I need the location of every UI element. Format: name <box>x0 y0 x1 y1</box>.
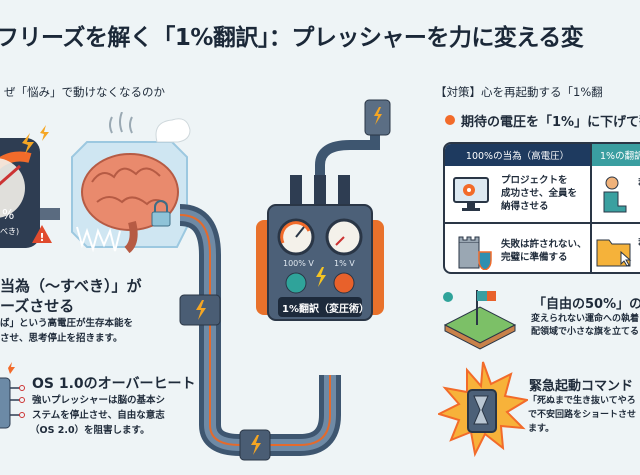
monitor-gear-icon <box>453 177 489 211</box>
comparison-table: 100%の当為（高電圧） 1%の翻訳 プロジェクトを 成功させ、全員を 納得させ… <box>443 142 640 274</box>
right-heading: 【対策】心を再起動する「1%翻 <box>435 85 603 99</box>
row1-left-line3: 納得させる <box>501 201 549 212</box>
row1-left-line1: プロジェクトを <box>501 175 568 186</box>
gauge-left-label: 100% V <box>283 259 314 268</box>
flag-island-icon <box>443 290 517 350</box>
bullet-dot-icon <box>445 115 455 125</box>
table-header-left: 100%の当為（高電圧） <box>445 144 590 166</box>
freedom-body-line2: 配領域で小さな旗を立てる <box>531 327 640 337</box>
freedom-body-line1: 変えられない運命への執着 <box>531 314 640 324</box>
row1-left-line2: 成功させ、全員を <box>501 188 578 199</box>
transformer-icon <box>256 175 384 321</box>
frozen-brain-icon <box>71 112 191 254</box>
section2-title: OS 1.0のオーバーヒート <box>32 376 196 392</box>
gauge-label-percent: % <box>2 208 15 223</box>
circuit-chip-icon <box>0 362 25 429</box>
emergency-title: 緊急起動コマンド「 <box>529 379 640 394</box>
castle-shield-icon <box>458 236 492 270</box>
section2-body-line3: （OS 2.0）を阻害します。 <box>30 425 150 436</box>
section2-body-line1: 強いプレッシャーは脳の基本シ <box>32 395 166 406</box>
row2-left-line2: 完璧に準備する <box>501 252 568 263</box>
emergency-body-line3: ます。 <box>528 424 555 434</box>
emergency-body-line2: で不安回路をショートさせ <box>528 410 637 420</box>
freedom-title: 「自由の50%」の領 <box>533 297 640 312</box>
page-title: フリーズを解く「1%翻訳」：プレッシャーを力に変える変 <box>0 25 584 51</box>
section1-body-line1: ば」という高電圧が生存本能を <box>0 318 134 329</box>
transformer-plate: 1%翻訳（変圧術） <box>282 304 369 315</box>
section1-title-line2: ーズさせる <box>0 297 75 315</box>
row2-right-text: ま <box>637 236 640 249</box>
right-bullet: 期待の電圧を「1%」に下げて翻 <box>461 115 640 130</box>
table-header-right: 1%の翻訳 <box>590 144 640 166</box>
row1-right-text: ま <box>637 176 640 189</box>
pipe-network <box>179 99 391 461</box>
emergency-switch-icon <box>438 361 528 458</box>
section1-body-line2: させ、思考停止を招きます。 <box>0 333 123 344</box>
section2-body-line2: ステムを停止させ、自由な意志 <box>32 410 165 421</box>
folder-cursor-icon <box>596 239 632 267</box>
gauge-label-sub: べき) <box>0 227 20 236</box>
row2-left-line1: 失敗は許されない、 <box>501 239 587 250</box>
person-sitting-icon <box>603 176 627 213</box>
svg-text:!: ! <box>39 231 44 244</box>
section1-title-line1: 当為（〜すべき）」が <box>0 277 142 295</box>
emergency-body-line1: 「死ぬまで生き抜いてやろ <box>528 396 636 406</box>
pressure-gauge-icon: ! <box>0 125 60 248</box>
left-heading: ぜ「悩み」で動けなくなるのか <box>4 85 165 99</box>
gauge-right-label: 1% V <box>334 259 355 268</box>
